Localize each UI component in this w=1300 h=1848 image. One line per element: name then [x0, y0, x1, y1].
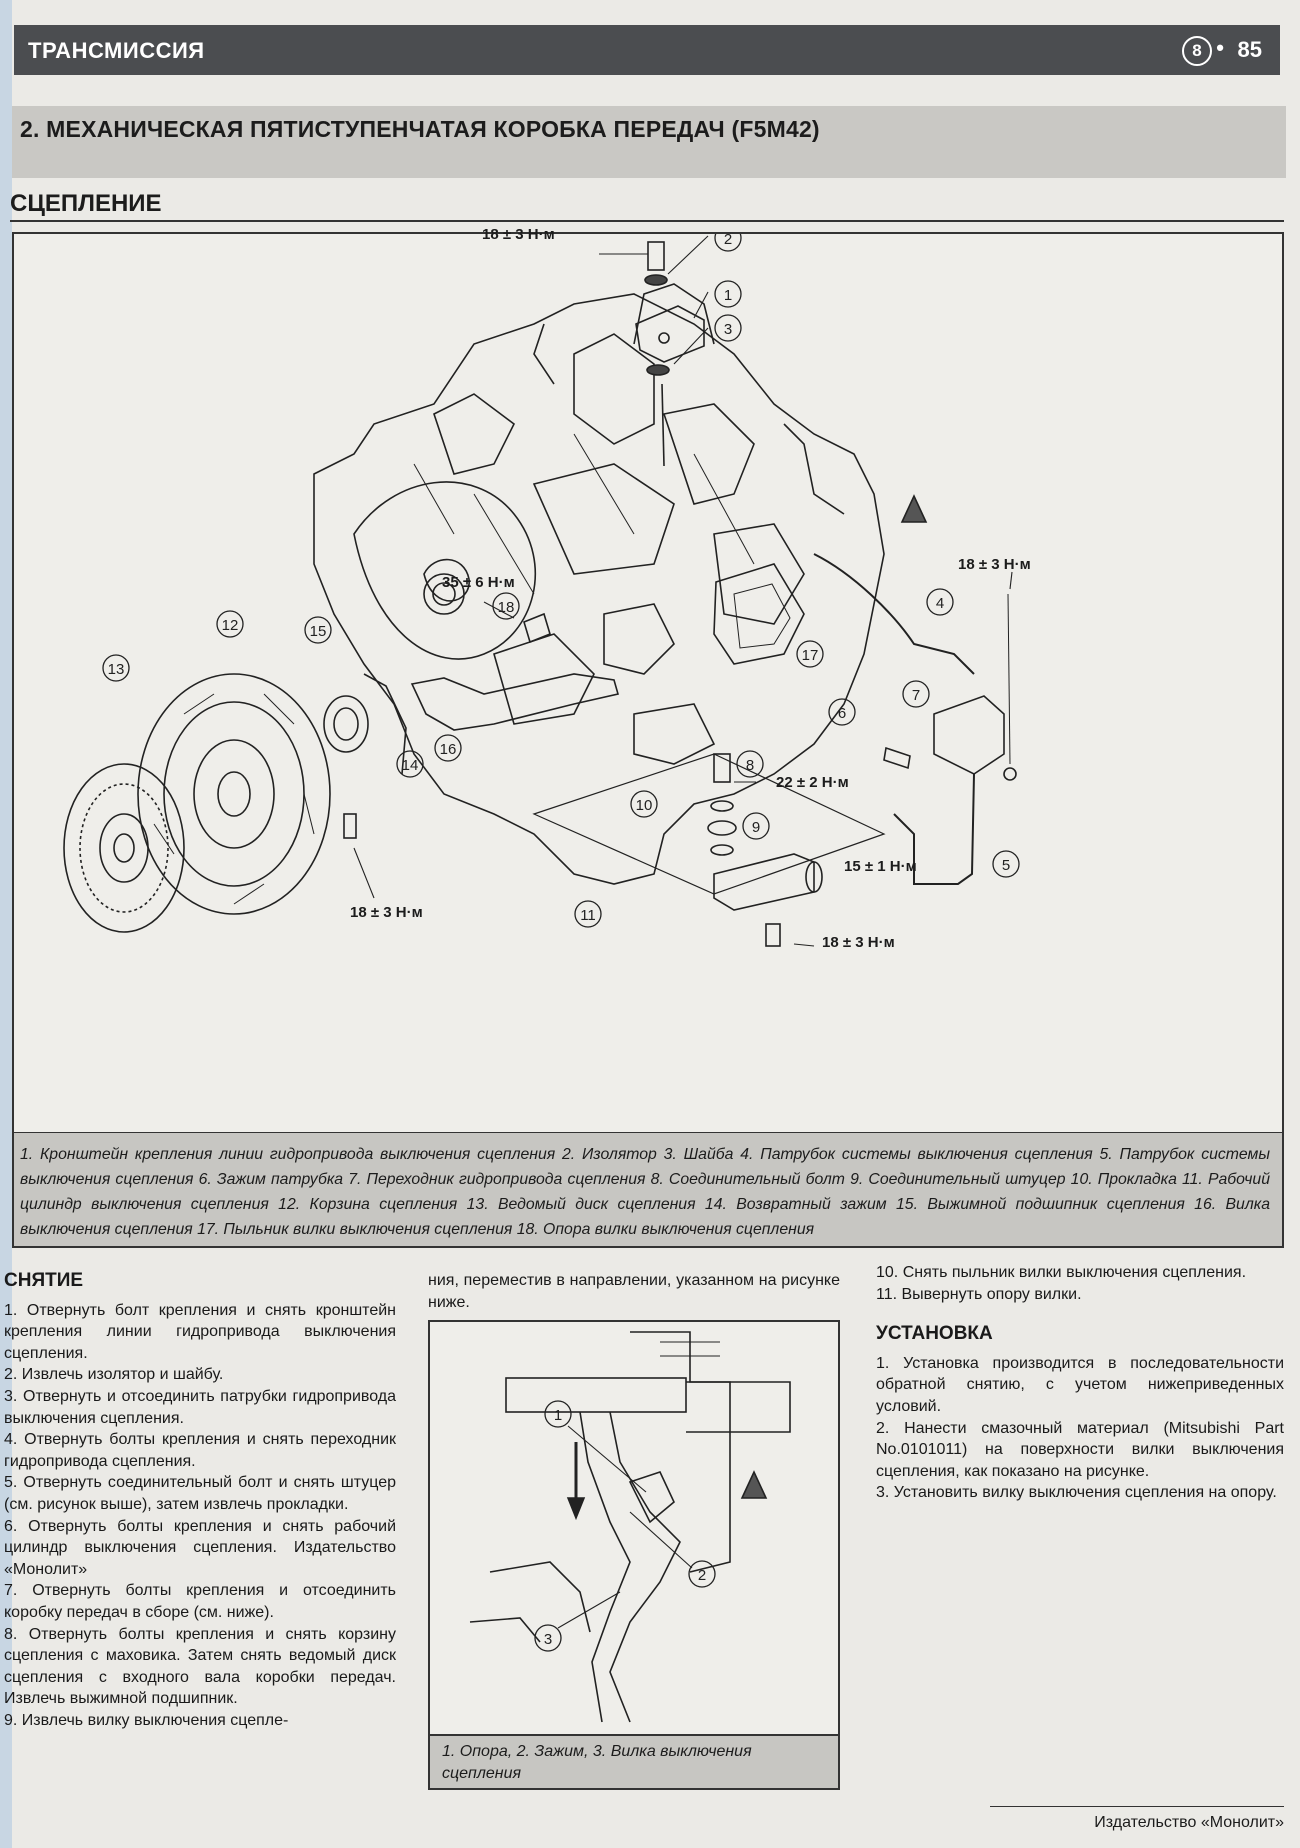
svg-text:2: 2: [698, 1567, 706, 1584]
fork-removal-figure: 1 2 3: [428, 1320, 840, 1790]
torque-label: 18 ± 3 Н·м: [822, 934, 895, 951]
removal-continuation: ния, переместив в направлении, указанном…: [428, 1270, 840, 1313]
svg-text:12: 12: [222, 617, 239, 634]
svg-text:1: 1: [554, 1407, 562, 1424]
removal-step: 3. Отвернуть и отсоединить патрубки гидр…: [4, 1387, 396, 1427]
bracket-bolt: [647, 241, 665, 271]
running-header: ТРАНСМИССИЯ 8 • 85: [14, 25, 1280, 75]
chapter-banner: 2. МЕХАНИЧЕСКАЯ ПЯТИСТУПЕНЧАТАЯ КОРОБКА …: [12, 106, 1286, 178]
svg-text:15: 15: [310, 623, 327, 640]
torque-label: 15 ± 1 Н·м: [844, 858, 917, 875]
release-fork: [410, 673, 620, 731]
clutch-exploded-figure: 2 1 3 4 5 6 7 8 9 10 11 12 13 14 15 16 1…: [12, 226, 1284, 1248]
svg-text:2: 2: [724, 234, 732, 248]
removal-step-continuation: ния, переместив в направлении, указанном…: [428, 1272, 840, 1311]
installation-step: 2. Нанести смазочный материал (Mitsubish…: [876, 1419, 1284, 1480]
svg-text:17: 17: [802, 647, 819, 664]
svg-text:16: 16: [440, 741, 457, 758]
hydraulic-adapter: [933, 695, 1005, 775]
removal-step: 10. Снять пыльник вилки выключения сцепл…: [876, 1264, 1247, 1281]
figure1-caption: 1. Кронштейн крепления линии гидропривод…: [12, 1132, 1284, 1248]
svg-text:18: 18: [498, 599, 515, 616]
chapter-number-badge: 8: [1182, 36, 1212, 66]
release-bearing: [323, 695, 369, 753]
separator-dot: •: [1216, 35, 1224, 60]
pressure-plate: [137, 673, 331, 915]
torque-label: 22 ± 2 Н·м: [776, 774, 849, 791]
removal-step: 6. Отвернуть болты крепления и снять раб…: [4, 1517, 396, 1578]
svg-text:5: 5: [1002, 857, 1010, 874]
section-title: ТРАНСМИССИЯ: [28, 38, 205, 63]
publisher-footer: Издательство «Монолит»: [1094, 1814, 1284, 1831]
svg-text:11: 11: [580, 907, 596, 924]
right-column: 10. Снять пыльник вилки выключения сцепл…: [876, 1262, 1284, 1504]
torque-label: 18 ± 3 Н·м: [958, 556, 1031, 573]
figure2-callouts: 1 2 3: [534, 1400, 716, 1652]
slave-cylinder: [713, 853, 815, 911]
torque-label: 18 ± 3 Н·м: [350, 904, 423, 921]
svg-text:14: 14: [402, 757, 419, 774]
removal-column: СНЯТИЕ 1. Отвернуть болт крепления и сня…: [0, 1270, 396, 1731]
subsection-rule: [10, 220, 1284, 222]
svg-text:8: 8: [746, 757, 754, 774]
figure1-callouts: 2 1 3 4 5 6 7 8 9 10 11 12 13 14 15 16 1…: [102, 234, 1020, 928]
torque-label: 35 ± 6 Н·м: [442, 574, 515, 591]
removal-step: 7. Отвернуть болты крепления и отсоедини…: [4, 1582, 396, 1621]
svg-text:7: 7: [912, 687, 920, 704]
footer-rule: [990, 1806, 1284, 1807]
subsection-title: СЦЕПЛЕНИЕ: [10, 190, 162, 217]
svg-text:1: 1: [724, 287, 732, 304]
svg-text:4: 4: [936, 595, 944, 612]
chapter-title: 2. МЕХАНИЧЕСКАЯ ПЯТИСТУПЕНЧАТАЯ КОРОБКА …: [20, 116, 820, 142]
transmission-housing: [313, 293, 885, 885]
removal-heading: СНЯТИЕ: [4, 1270, 84, 1291]
removal-step: 11. Вывернуть опору вилки.: [876, 1285, 1082, 1303]
binding-strip: [0, 0, 12, 1848]
installation-heading: УСТАНОВКА: [876, 1323, 993, 1345]
svg-text:6: 6: [838, 705, 846, 722]
removal-step: 9. Извлечь вилку выключения сцепле-: [4, 1711, 289, 1729]
removal-step: 2. Извлечь изолятор и шайбу.: [4, 1366, 224, 1384]
fork-boot: [713, 563, 805, 665]
installation-step: 1. Установка производится в последовател…: [876, 1354, 1284, 1415]
svg-text:13: 13: [108, 661, 125, 678]
svg-text:9: 9: [752, 819, 760, 836]
svg-text:3: 3: [544, 1631, 552, 1648]
figure2-caption: 1. Опора, 2. Зажим, 3. Вилка выключения …: [428, 1734, 840, 1790]
removal-step: 4. Отвернуть болты крепления и снять пер…: [4, 1431, 396, 1470]
clutch-exploded-diagram: 2 1 3 4 5 6 7 8 9 10 11 12 13 14 15 16 1…: [63, 234, 1020, 947]
page-number: 85: [1237, 37, 1262, 62]
fork-removal-diagram: 1 2 3: [469, 1331, 791, 1723]
removal-step: 5. Отвернуть соединительный болт и снять…: [4, 1474, 396, 1513]
clutch-disc: [63, 763, 185, 933]
removal-step: 1. Отвернуть болт крепления и снять крон…: [4, 1301, 396, 1362]
svg-text:10: 10: [636, 797, 653, 814]
torque-label: 18 ± 3 Н·м: [482, 226, 555, 243]
svg-text:3: 3: [724, 321, 732, 338]
removal-step: 8. Отвернуть болты крепления и снять кор…: [4, 1625, 396, 1708]
installation-step: 3. Установить вилку выключения сцепления…: [876, 1484, 1277, 1502]
